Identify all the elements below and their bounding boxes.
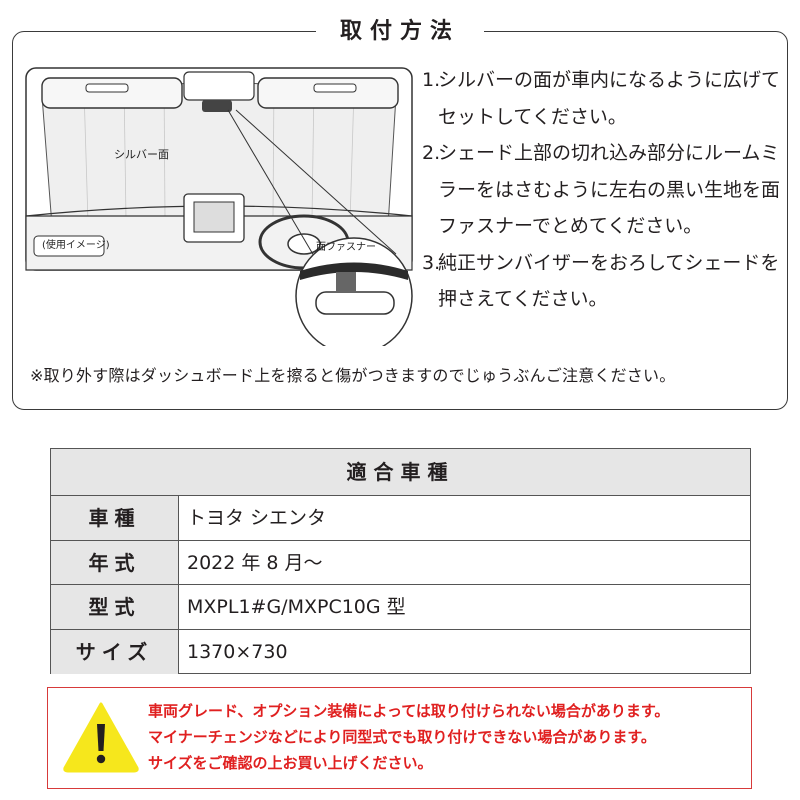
step-1: 1. シルバーの面が車内になるように広げてセットしてください。 (422, 62, 788, 135)
row-label: サイズ (51, 629, 179, 674)
row-label: 年式 (51, 540, 179, 584)
removal-caution-note: ※取り外す際はダッシュボード上を擦ると傷がつきますのでじゅうぶんご注意ください。 (30, 366, 676, 385)
compatibility-table: 適合車種 車種 トヨタ シエンタ 年式 2022 年 8 月〜 型式 MXPL1… (50, 448, 751, 674)
row-label: 車種 (51, 496, 179, 540)
row-value: 1370×730 (187, 640, 288, 663)
compatibility-title: 適合車種 (51, 449, 750, 496)
step-2: 2. シェード上部の切れ込み部分にルームミラーをはさむように左右の黒い生地を面フ… (422, 135, 788, 245)
warning-line: 車両グレード、オプション装備によっては取り付けられない場合があります。 (148, 702, 670, 720)
installation-illustration: シルバー面 (使用イメージ) 面ファスナー (25, 67, 413, 346)
table-row: 車種 トヨタ シエンタ (51, 496, 750, 541)
table-row: サイズ 1370×730 (51, 629, 750, 674)
step-number: 1. (422, 69, 441, 91)
warning-box: 車両グレード、オプション装備によっては取り付けられない場合があります。 マイナー… (47, 687, 752, 789)
row-value: トヨタ シエンタ (187, 507, 327, 529)
warning-line: マイナーチェンジなどにより同型式でも取り付けできない場合があります。 (148, 728, 656, 746)
row-value: MXPL1#G/MXPC10G 型 (187, 596, 406, 618)
silver-side-label: シルバー面 (114, 148, 169, 161)
step-number: 2. (422, 142, 441, 164)
table-row: 型式 MXPL1#G/MXPC10G 型 (51, 585, 750, 630)
step-text: シェード上部の切れ込み部分にルームミラーをはさむように左右の黒い生地を面ファスナ… (438, 142, 781, 237)
row-value: 2022 年 8 月〜 (187, 551, 323, 574)
usage-image-label: (使用イメージ) (42, 238, 110, 251)
table-row: 年式 2022 年 8 月〜 (51, 540, 750, 585)
install-steps: 1. シルバーの面が車内になるように広げてセットしてください。 2. シェード上… (422, 62, 788, 318)
row-label: 型式 (51, 585, 179, 629)
fastener-label: 面ファスナー (316, 241, 376, 253)
install-title: 取付方法 (316, 14, 484, 50)
step-text: シルバーの面が車内になるように広げてセットしてください。 (438, 69, 781, 128)
step-number: 3. (422, 251, 441, 274)
exclamation-triangle-icon (63, 702, 139, 773)
step-3: 3. 純正サンバイザーをおろしてシェードを押さえてください。 (422, 245, 788, 318)
warning-line: サイズをご確認の上お買い上げください。 (148, 754, 433, 772)
warning-text: 車両グレード、オプション装備によっては取り付けられない場合があります。 マイナー… (148, 698, 748, 776)
step-text: 純正サンバイザーをおろしてシェードを押さえてください。 (438, 251, 780, 311)
